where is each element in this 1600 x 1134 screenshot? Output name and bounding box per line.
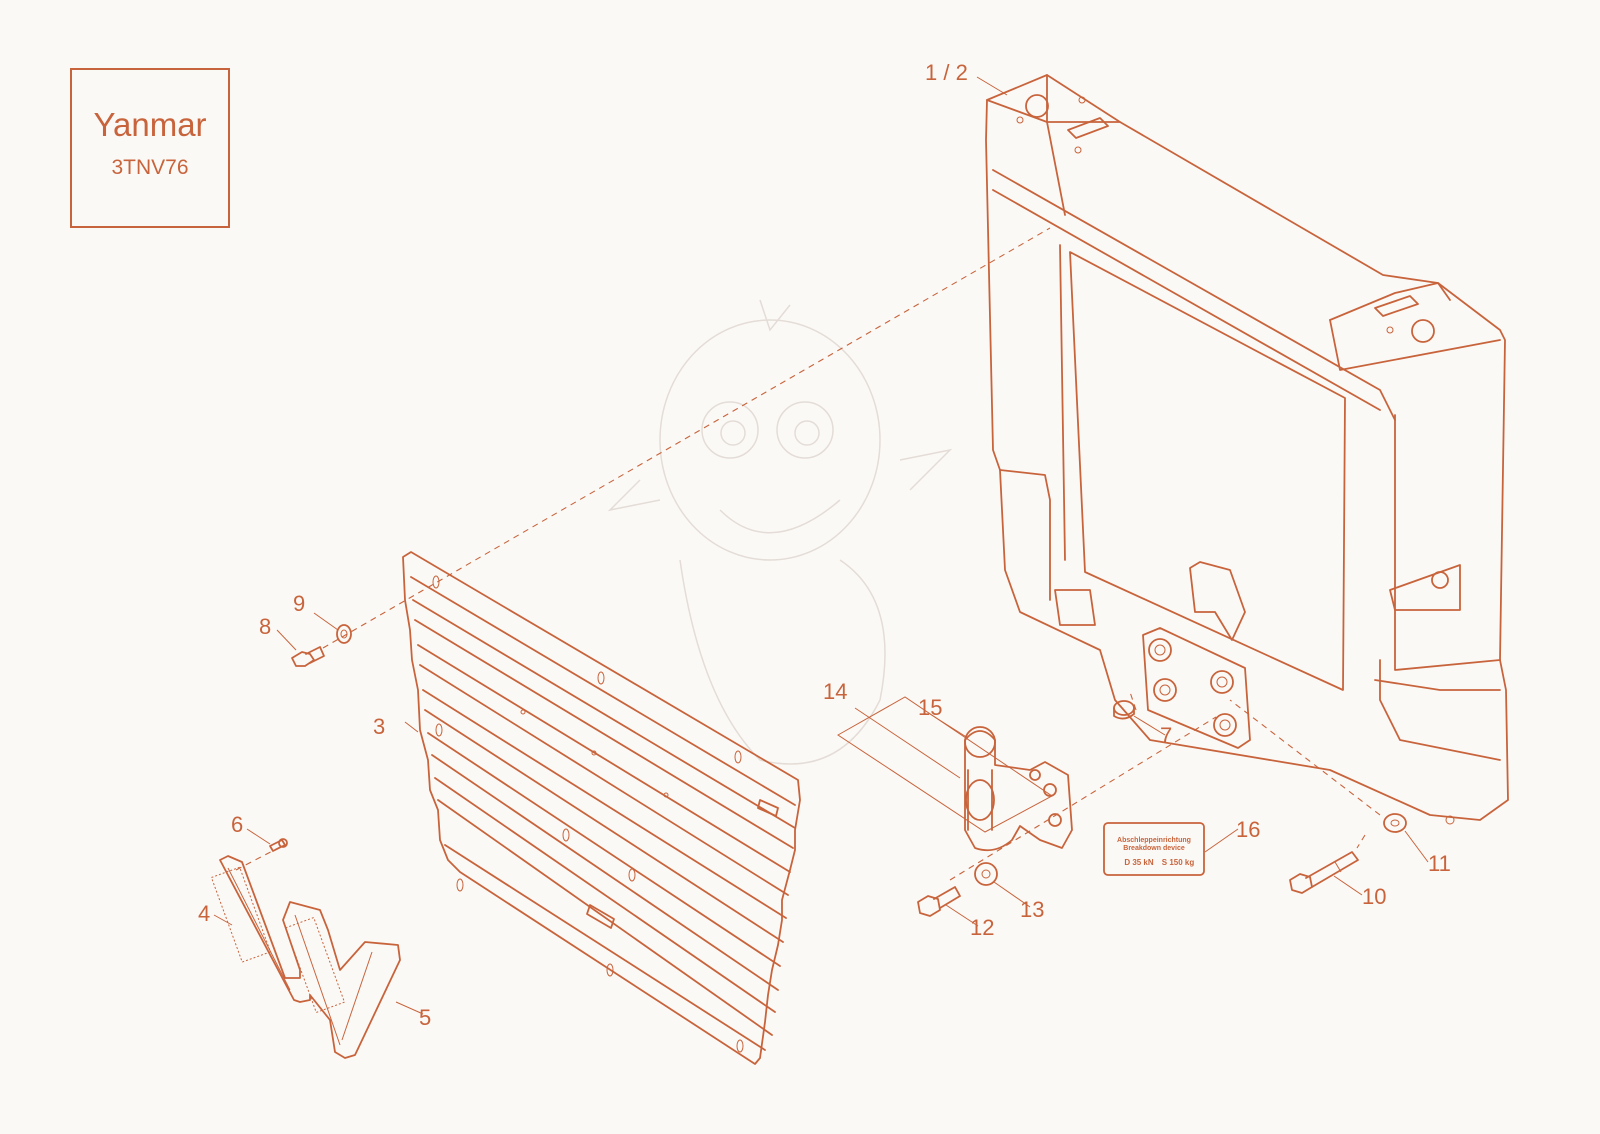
decal-load-s: S 150 kg	[1162, 858, 1195, 867]
grille-panel	[402, 551, 801, 1065]
callout-12: 12	[970, 915, 994, 940]
callout-4: 4	[198, 901, 210, 926]
callout-10: 10	[1362, 884, 1386, 909]
counterweight-frame	[985, 74, 1509, 825]
plug	[1113, 700, 1135, 720]
small-screw	[269, 838, 288, 852]
tow-coupling	[964, 726, 1073, 852]
decal-line1: Abschleppeinrichtung	[1117, 837, 1191, 844]
callout-14: 14	[823, 679, 847, 704]
callout-9: 9	[293, 591, 305, 616]
breakdown-decal: Abschleppeinrichtung Breakdown device D …	[1103, 822, 1205, 876]
model-title-box: Yanmar 3TNV76	[70, 68, 230, 228]
callout-11: 11	[1428, 851, 1451, 876]
callout-1-2: 1 / 2	[925, 60, 968, 85]
callout-labels: 1 / 2 3 4 5 6 7 8 9 10 11 12 13 14 15 16	[198, 60, 1451, 1030]
watermark-mascot	[607, 299, 953, 765]
w-emblem	[210, 855, 401, 1059]
bolt-medium	[917, 886, 961, 917]
washer-large-right	[1383, 813, 1407, 833]
brand-title: Yanmar	[93, 106, 207, 143]
long-bolt	[1289, 851, 1359, 894]
leader-lines	[213, 76, 1429, 1015]
model-subtitle: 3TNV76	[111, 156, 189, 179]
washer-small	[336, 624, 352, 644]
callout-13: 13	[1020, 897, 1044, 922]
tow-plate	[1142, 627, 1251, 749]
callout-16: 16	[1236, 817, 1260, 842]
callout-7: 7	[1160, 723, 1172, 748]
assembly-lines	[235, 227, 1381, 881]
callout-5: 5	[419, 1005, 431, 1030]
callout-8: 8	[259, 614, 271, 639]
decal-load-d: D 35 kN	[1124, 858, 1154, 867]
callout-3: 3	[373, 714, 385, 739]
callout-6: 6	[231, 812, 243, 837]
callout-15: 15	[918, 695, 942, 720]
decal-line2: Breakdown device	[1123, 845, 1185, 852]
bolt-small	[291, 646, 325, 667]
washer-large-left	[974, 862, 998, 886]
